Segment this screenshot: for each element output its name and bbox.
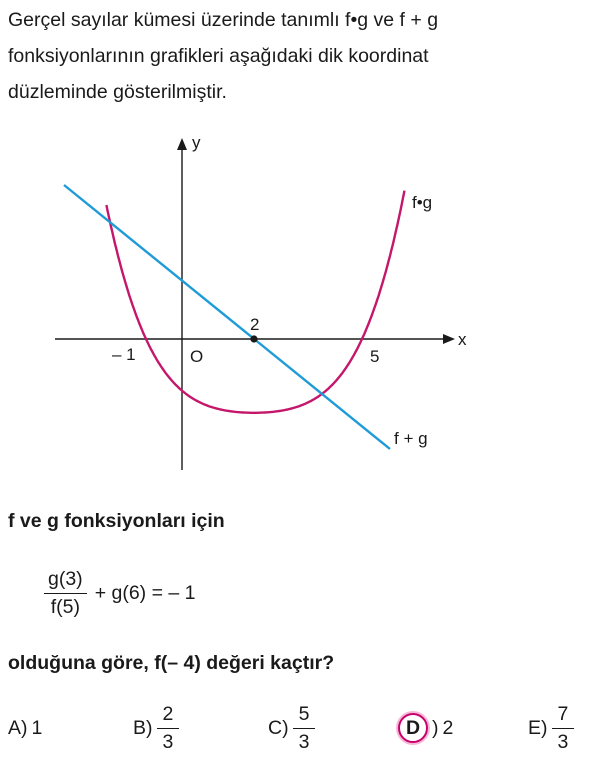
option-b-denominator: 3 — [162, 730, 174, 753]
option-a[interactable]: A) 1 — [8, 700, 42, 756]
fraction-numerator: g(3) — [44, 568, 87, 594]
origin-label: O — [190, 347, 203, 366]
stem-line-2: fonksiyonlarının grafikleri aşağıdaki di… — [8, 45, 429, 67]
x-axis-arrow — [443, 334, 455, 344]
line-f-plus-g — [63, 184, 391, 450]
y-axis-label: y — [192, 133, 201, 152]
curve-fg-label: f•g — [412, 193, 432, 212]
tick-label-neg1: – 1 — [112, 345, 136, 364]
option-e-fraction: 7 3 — [551, 703, 575, 754]
point-label-2: 2 — [250, 315, 259, 334]
option-d[interactable]: D ) 2 — [398, 700, 453, 756]
option-c[interactable]: C) 5 3 — [268, 700, 316, 756]
coordinate-graph: y x O – 1 5 2 f•g f + g — [55, 133, 467, 470]
curve-f-times-g — [105, 190, 406, 414]
option-d-marked-circle: D — [398, 713, 428, 743]
option-a-value: 1 — [31, 716, 43, 739]
option-d-value: 2 — [442, 716, 454, 739]
option-e-numerator: 7 — [551, 703, 575, 729]
stem-line-3: düzleminde gösterilmiştir. — [8, 81, 227, 103]
option-b-numerator: 2 — [156, 703, 180, 729]
condition-text: f ve g fonksiyonları için — [8, 510, 225, 532]
equation-rest: + g(6) = – 1 — [94, 582, 196, 604]
option-c-fraction: 5 3 — [292, 703, 316, 754]
given-equation: g(3) f(5) + g(6) = – 1 — [44, 568, 196, 619]
option-d-letter: D — [405, 716, 421, 739]
intersection-point — [250, 335, 258, 343]
option-d-suffix: ) — [432, 716, 439, 739]
line-fpg-label: f + g — [394, 429, 428, 448]
fraction-denominator: f(5) — [50, 596, 80, 618]
option-e-letter: E) — [528, 716, 548, 739]
x-axis-label: x — [458, 330, 467, 349]
tick-label-5: 5 — [370, 347, 379, 366]
option-b-fraction: 2 3 — [156, 703, 180, 754]
option-e[interactable]: E) 7 3 — [528, 700, 575, 756]
option-c-numerator: 5 — [292, 703, 316, 729]
question-stem: Gerçel sayılar kümesi üzerinde tanımlı f… — [8, 2, 588, 110]
option-c-denominator: 3 — [298, 730, 310, 753]
question-text: olduğuna göre, f(– 4) değeri kaçtır? — [8, 652, 335, 674]
y-axis-arrow — [177, 138, 187, 150]
option-e-denominator: 3 — [557, 730, 569, 753]
option-c-letter: C) — [268, 716, 289, 739]
equation-fraction: g(3) f(5) — [44, 568, 87, 619]
option-b-letter: B) — [133, 716, 153, 739]
option-a-letter: A) — [8, 716, 28, 739]
stem-line-1: Gerçel sayılar kümesi üzerinde tanımlı f… — [8, 9, 439, 31]
option-b[interactable]: B) 2 3 — [133, 700, 180, 756]
